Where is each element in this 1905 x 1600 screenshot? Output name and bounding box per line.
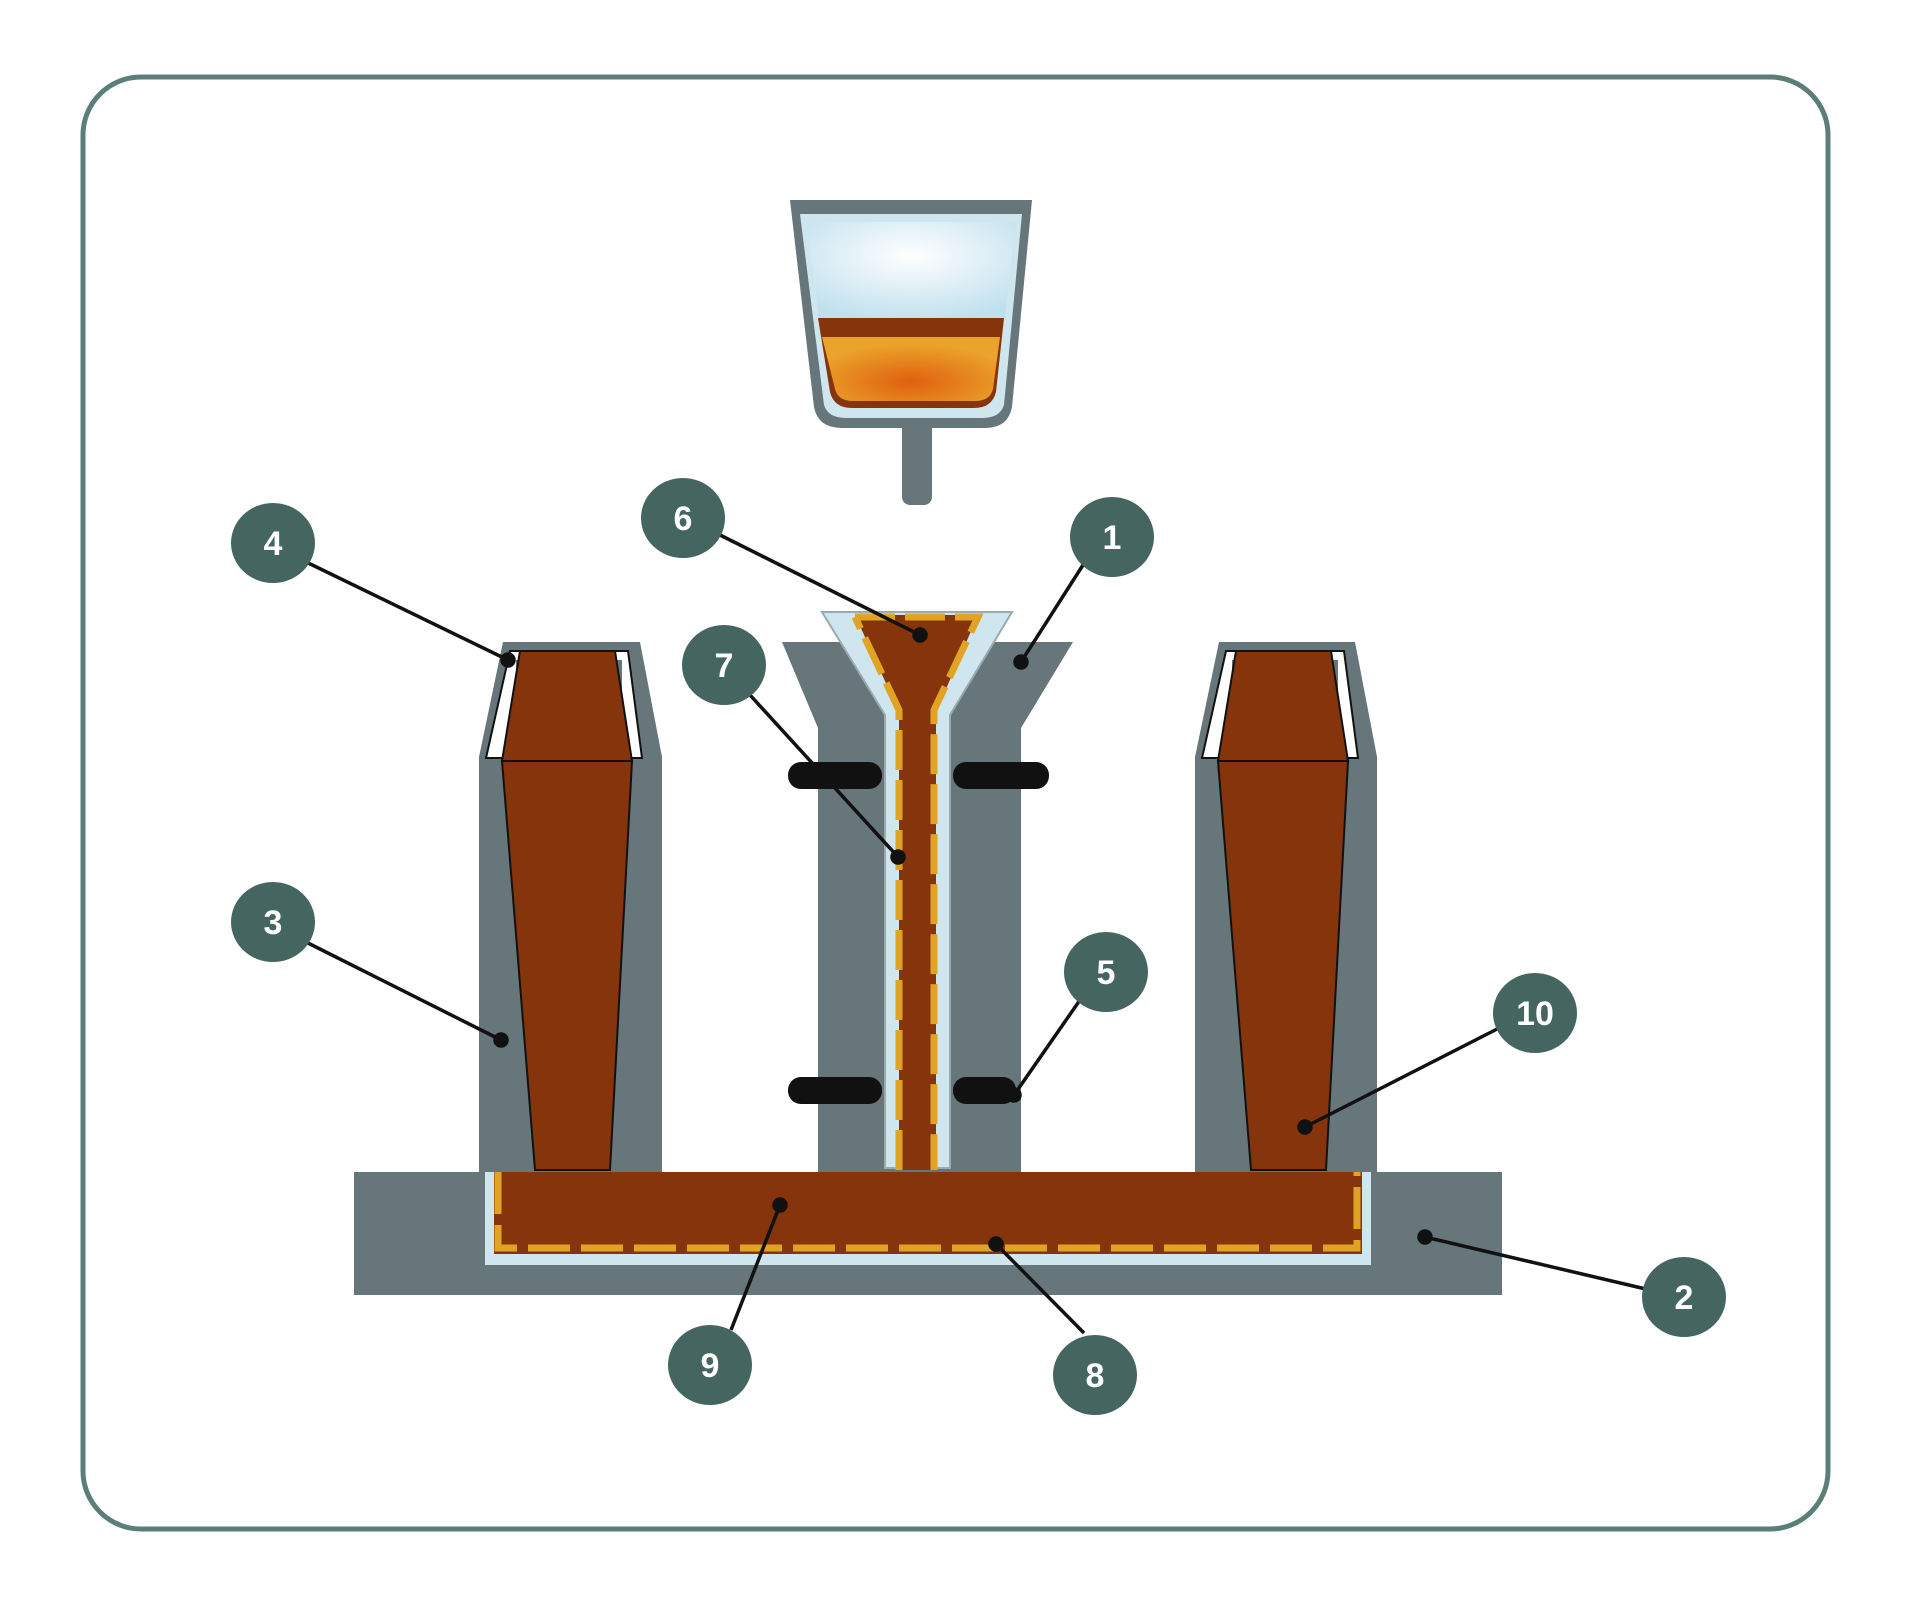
callout-1-label: 1 <box>1103 519 1122 557</box>
callout-9: 9 <box>668 1325 752 1405</box>
left-ingot-mold <box>479 642 662 1172</box>
right-ingot-metal <box>1216 760 1350 1171</box>
sprue-coating <box>851 613 984 1170</box>
callout-5-label: 5 <box>1097 954 1116 992</box>
ladle <box>790 200 1032 505</box>
callout-8-label: 8 <box>1086 1357 1105 1395</box>
callout-2-label: 2 <box>1675 1279 1694 1317</box>
callout-2: 2 <box>1642 1257 1726 1337</box>
callout-4: 4 <box>231 503 315 583</box>
leader-lines <box>301 531 1651 1335</box>
callout-6: 6 <box>641 478 725 558</box>
callout-9-label: 9 <box>701 1347 720 1385</box>
callout-7-label: 7 <box>715 647 734 685</box>
left-ingot-metal <box>500 760 634 1171</box>
runner-coating <box>494 1172 1361 1252</box>
callout-10-label: 10 <box>1516 995 1554 1033</box>
lower-right-clamp <box>953 1077 1016 1104</box>
lower-left-clamp <box>788 1077 882 1104</box>
callout-4-label: 4 <box>264 525 283 563</box>
right-hot-top-metal <box>1216 650 1350 762</box>
sprue-metal <box>855 615 978 1170</box>
callout-8: 8 <box>1053 1335 1137 1415</box>
upper-right-clamp <box>953 762 1049 789</box>
callout-6-label: 6 <box>674 500 693 538</box>
ladle-molten-glow <box>822 337 1000 401</box>
ladle-glass <box>806 222 1016 318</box>
upper-left-clamp <box>788 762 882 789</box>
callout-3: 3 <box>231 882 315 962</box>
right-ingot-mold <box>1195 642 1377 1172</box>
callout-5: 5 <box>1064 932 1148 1012</box>
callout-3-label: 3 <box>264 904 283 942</box>
callout-7: 7 <box>682 625 766 705</box>
callout-1: 1 <box>1070 497 1154 577</box>
ladle-nozzle <box>902 420 932 505</box>
runner-metal <box>494 1172 1362 1254</box>
central-feeder <box>782 611 1073 1172</box>
callout-10: 10 <box>1493 973 1577 1053</box>
left-hot-top-metal <box>500 650 634 762</box>
